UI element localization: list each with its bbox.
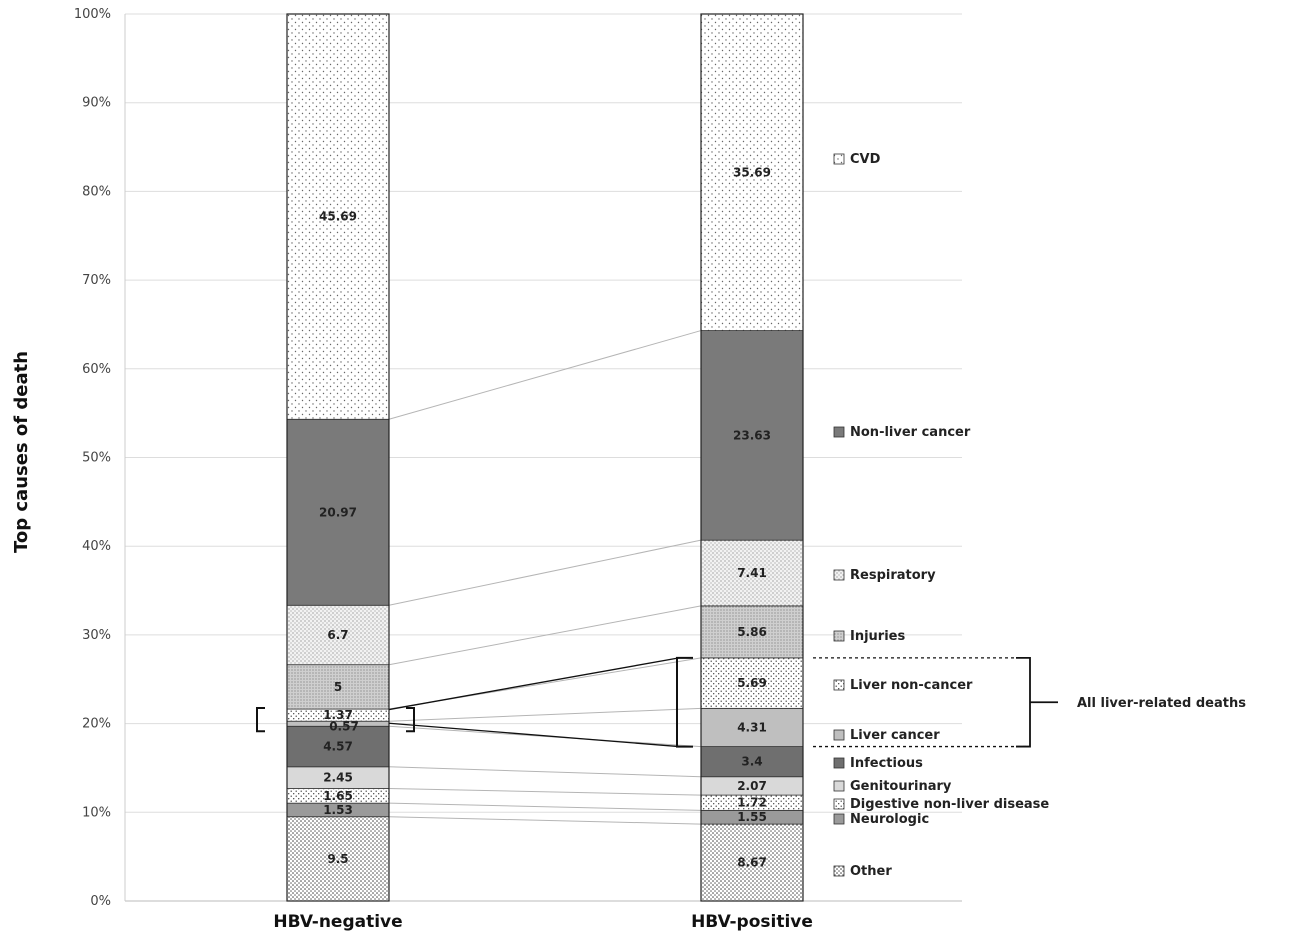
connector-lines — [388, 330, 702, 825]
bar-outline — [700, 13, 804, 902]
bars — [286, 13, 804, 902]
annotations: All liver-related deaths — [256, 656, 1246, 748]
liver-link-line — [388, 722, 680, 748]
legend-label: Digestive non-liver disease — [850, 797, 1049, 812]
y-tick-label: 60% — [82, 362, 111, 377]
gridlines — [124, 13, 962, 902]
bar-segment — [286, 816, 390, 902]
connector-line — [388, 766, 702, 778]
data-label: 1.72 — [737, 796, 767, 810]
y-axis-ticks: 0% 10% 20% 30% 40% 50% 60% 70% 80% 90% 100% — [74, 7, 111, 909]
legend-swatch — [833, 813, 845, 825]
bar-segment — [700, 605, 804, 659]
annotation-all-liver-related-deaths: All liver-related deaths — [1077, 696, 1246, 711]
data-label: 20.97 — [319, 505, 357, 519]
data-label: 2.07 — [737, 779, 767, 793]
legend-label: CVD — [850, 152, 881, 167]
bar-segment — [286, 13, 390, 420]
legend-swatch — [833, 153, 845, 165]
y-tick-label: 80% — [82, 184, 111, 199]
y-tick-label: 40% — [82, 539, 111, 554]
data-label: 0.57 — [329, 720, 359, 734]
legend-swatch — [833, 798, 845, 810]
y-tick-label: 0% — [90, 894, 111, 909]
legend-swatch — [833, 780, 845, 792]
legend-label: Infectious — [850, 756, 923, 771]
data-label: 5.69 — [737, 676, 767, 690]
legend-label: Neurologic — [850, 812, 929, 827]
legend-swatch — [833, 679, 845, 691]
data-label: 23.63 — [733, 428, 771, 442]
data-label: 7.41 — [737, 566, 767, 580]
connector-line — [388, 707, 702, 722]
connector-line — [388, 539, 702, 606]
legend-swatch — [833, 757, 845, 769]
bar-segment — [700, 13, 804, 331]
y-tick-label: 50% — [82, 451, 111, 466]
legend-label: Liver cancer — [850, 728, 940, 743]
y-tick-label: 30% — [82, 628, 111, 643]
bracket-hbv-positive — [676, 656, 693, 748]
data-label: 45.69 — [319, 210, 357, 224]
y-tick-label: 90% — [82, 96, 111, 111]
legend-label: Liver non-cancer — [850, 678, 973, 693]
bar-segment — [286, 725, 390, 768]
data-label: 9.5 — [327, 852, 348, 866]
data-label: 4.57 — [323, 740, 353, 754]
y-tick-label: 70% — [82, 273, 111, 288]
bar-outline — [286, 13, 390, 902]
data-label: 5 — [334, 680, 342, 694]
connector-line — [388, 802, 702, 811]
data-label: 8.67 — [737, 856, 767, 870]
legend-label: Other — [850, 864, 892, 879]
data-label: 1.65 — [323, 789, 353, 803]
legend-swatch — [833, 426, 845, 438]
data-label: 5.86 — [737, 625, 767, 639]
connector-line — [388, 816, 702, 825]
y-tick-label: 10% — [82, 805, 111, 820]
connector-line — [388, 330, 702, 420]
x-axis-labels: HBV-negative HBV-positive — [273, 912, 813, 932]
y-axis-label: Top causes of death — [11, 351, 32, 553]
data-label: 6.7 — [327, 628, 348, 642]
data-label: 1.53 — [323, 803, 353, 817]
bracket-hbv-negative — [406, 707, 415, 733]
x-axis-label: HBV-negative — [273, 912, 402, 932]
liver-link-line — [388, 657, 680, 711]
data-labels: 9.5 1.531.65 2.45 4.57 0.571.37 5 6.7 20.97 45.6… — [319, 165, 771, 869]
legend-label: Non-liver cancer — [850, 425, 971, 440]
legend-swatch — [833, 729, 845, 741]
data-label: 2.45 — [323, 771, 353, 785]
data-label: 4.31 — [737, 720, 767, 734]
bar-segment — [700, 539, 804, 607]
connector-line — [388, 605, 702, 666]
data-label: 35.69 — [733, 165, 771, 179]
y-tick-label: 20% — [82, 717, 111, 732]
x-axis-label: HBV-positive — [691, 912, 813, 932]
legend-label: Respiratory — [850, 568, 936, 583]
legend-swatch — [833, 630, 845, 642]
data-label: 1.55 — [737, 810, 767, 824]
legend-swatch — [833, 569, 845, 581]
legend-swatch — [833, 865, 845, 877]
data-label: 3.4 — [741, 755, 762, 769]
bar-segment — [286, 418, 390, 606]
data-label: 1.37 — [323, 708, 353, 722]
connector-line — [388, 788, 702, 796]
bracket-all-liver — [1016, 656, 1058, 748]
legend-label: Genitourinary — [850, 779, 952, 794]
y-tick-label: 100% — [74, 7, 111, 22]
bracket-hbv-negative — [256, 707, 265, 733]
legend-label: Injuries — [850, 629, 905, 644]
bar-segment — [700, 657, 804, 709]
